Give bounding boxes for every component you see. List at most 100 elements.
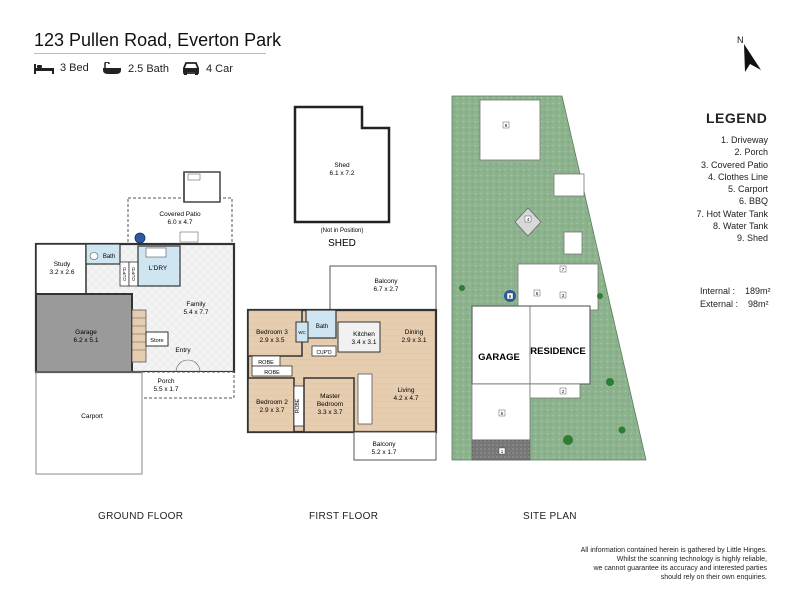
entry-label: Entry — [175, 347, 191, 354]
shed-title: SHED — [328, 238, 356, 249]
kitchen-label: Kitchen — [353, 331, 375, 338]
garage-label: Garage — [75, 329, 97, 336]
family-size: 5.4 x 7.7 — [184, 309, 209, 316]
site-covered-patio — [517, 263, 599, 311]
robe-label-3: ROBE — [295, 398, 301, 413]
cupd-label-2: CUP'D — [131, 266, 136, 280]
tree-icon — [597, 293, 603, 299]
bed-icon — [34, 62, 54, 74]
area-summary: Internal :189m² External :98m² — [700, 285, 771, 311]
car-icon — [182, 62, 200, 75]
site-marker: 2 — [559, 387, 567, 395]
bedroom3-size: 2.9 x 3.5 — [260, 337, 285, 344]
patio-steps — [179, 231, 199, 243]
site-marker: 6 — [533, 289, 541, 297]
site-plan: GARAGE RESIDENCE 1 2 3 4 5 6 7 8 9 — [451, 95, 647, 461]
site-residence-label: RESIDENCE — [530, 346, 585, 357]
bottom-balcony-label: Balcony — [372, 441, 396, 448]
disclaimer: All information contained herein is gath… — [581, 546, 767, 582]
svg-text:1: 1 — [501, 449, 504, 454]
car-count: 4 Car — [206, 62, 233, 75]
robe-2 — [251, 365, 293, 377]
first-bath — [305, 309, 337, 339]
kitchen-room — [337, 321, 381, 353]
svg-text:3: 3 — [562, 293, 565, 298]
cupboard-first — [311, 345, 337, 357]
ground-floor-plan: Covered Patio 6.0 x 4.7 Study 3.2 x 2.6 … — [34, 171, 236, 475]
legend-item: 7. Hot Water Tank — [696, 208, 768, 219]
family-label: Family — [186, 301, 206, 308]
site-garage-label: GARAGE — [478, 352, 520, 363]
north-arrow-icon — [744, 44, 761, 72]
shed-plan: Shed 6.1 x 7.2 (Not in Position) SHED — [293, 105, 391, 249]
carport-area — [35, 371, 143, 475]
site-marker: 4 — [524, 215, 532, 223]
disclaimer-line: we cannot guarantee its accuracy and int… — [593, 565, 767, 572]
store-room — [145, 331, 169, 347]
toilet-icon — [89, 252, 99, 260]
porch-size: 5.5 x 1.7 — [154, 386, 179, 393]
site-marker: 9 — [502, 121, 510, 129]
bath-icon — [102, 62, 122, 75]
bath-count: 2.5 Bath — [128, 62, 169, 75]
bedroom2-label: Bedroom 2 — [256, 399, 288, 406]
site-porch — [529, 383, 581, 399]
site-marker: 1 — [498, 447, 506, 455]
top-balcony-size: 6.7 x 2.7 — [374, 286, 399, 293]
bath-feature: 2.5 Bath — [102, 62, 169, 75]
svg-text:7: 7 — [562, 267, 565, 272]
legend-item: 2. Porch — [734, 147, 768, 158]
wc-label: WC — [298, 330, 306, 335]
site-marker: 3 — [559, 291, 567, 299]
first-cupd-label: CUP'D — [316, 350, 332, 356]
internal-area: Internal :189m² — [700, 286, 771, 296]
cupd-label: CUP'D — [122, 266, 127, 280]
shed-name: Shed — [334, 162, 350, 169]
tree-icon — [606, 378, 614, 386]
svg-text:8: 8 — [509, 294, 512, 299]
top-balcony — [329, 265, 437, 311]
first-floor-plan: Balcony 6.7 x 2.7 Bedroom 3 2.9 x 3.5 RO… — [246, 265, 438, 461]
master-label-2: Bedroom — [317, 401, 343, 408]
entry-door-swing — [175, 359, 201, 373]
svg-text:9: 9 — [505, 123, 508, 128]
svg-text:6: 6 — [536, 291, 539, 296]
first-bath-label: Bath — [316, 324, 328, 330]
bedroom-2 — [247, 377, 295, 433]
svg-text:5: 5 — [501, 411, 504, 416]
site-shed — [479, 99, 541, 161]
compass-label: N — [737, 35, 744, 45]
site-box-a — [553, 173, 585, 197]
first-floor-label: FIRST FLOOR — [309, 511, 379, 522]
master-size: 3.3 x 3.7 — [318, 409, 343, 416]
legend-item: 4. Clothes Line — [707, 171, 768, 182]
carport-label: Carport — [81, 413, 103, 420]
bedroom3-label: Bedroom 3 — [256, 329, 288, 336]
legend-item: 3. Covered Patio — [700, 159, 768, 170]
garage-size: 6.2 x 5.1 — [74, 337, 99, 344]
site-plan-label: SITE PLAN — [523, 511, 577, 522]
living-label: Living — [398, 387, 415, 394]
ground-bath-label: Bath — [103, 254, 115, 260]
bottom-balcony-size: 5.2 x 1.7 — [372, 449, 397, 456]
master-bedroom — [303, 377, 355, 433]
legend-item: 8. Water Tank — [712, 221, 768, 232]
legend-item: 9. Shed — [736, 233, 768, 244]
living-size: 4.2 x 4.7 — [394, 395, 419, 402]
ground-floor-label: GROUND FLOOR — [98, 511, 184, 522]
shed-size: 6.1 x 7.2 — [330, 170, 355, 177]
porch-area — [141, 371, 235, 399]
tree-icon — [563, 435, 573, 445]
bedroom2-size: 2.9 x 3.7 — [260, 407, 285, 414]
legend-item: 5. Carport — [727, 184, 768, 195]
first-stair — [357, 373, 373, 425]
patio-size: 6.0 x 4.7 — [168, 219, 193, 226]
dining-label: Dining — [405, 329, 424, 336]
tree-icon — [459, 285, 465, 291]
laundry-sink-icon — [145, 247, 167, 258]
svg-text:4: 4 — [527, 217, 530, 222]
porch-label: Porch — [158, 378, 175, 385]
shed-note: (Not in Position) — [321, 228, 364, 234]
bed-feature: 3 Bed — [34, 62, 89, 74]
garage-room — [35, 293, 133, 373]
